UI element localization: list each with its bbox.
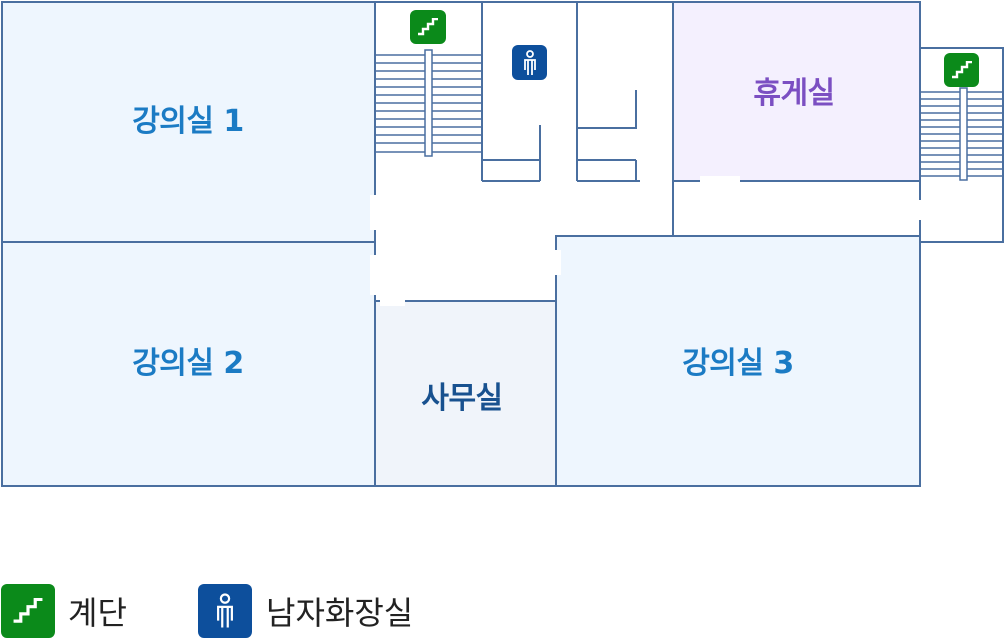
stair-handrail-right xyxy=(959,87,968,181)
lecture-room-1-label: 강의실 1 xyxy=(132,104,244,139)
mens-restroom-icon xyxy=(512,45,547,80)
legend-restroom-icon xyxy=(198,584,252,638)
lecture-room-3-area[interactable] xyxy=(555,235,921,487)
lecture-room-2-area[interactable] xyxy=(1,241,376,487)
corridor-right-opening xyxy=(915,200,925,220)
lounge-label: 휴게실 xyxy=(753,76,835,111)
lecture-room-1-area[interactable] xyxy=(1,1,376,243)
stair-handrail-left xyxy=(424,49,433,157)
office-area[interactable] xyxy=(374,300,557,487)
legend-restroom-label: 남자화장실 xyxy=(266,594,414,632)
restroom-partitions xyxy=(482,90,640,182)
corridor-openings xyxy=(370,176,740,306)
lecture-room-3-label: 강의실 3 xyxy=(682,346,794,381)
stairs-icon xyxy=(410,10,446,44)
lecture-room-2-label: 강의실 2 xyxy=(132,346,244,381)
legend-stairs-icon xyxy=(1,584,55,638)
stairs-icon xyxy=(944,53,979,87)
lounge-area[interactable] xyxy=(672,1,921,182)
legend-stairs-label: 계단 xyxy=(68,594,127,632)
office-label: 사무실 xyxy=(421,381,503,416)
